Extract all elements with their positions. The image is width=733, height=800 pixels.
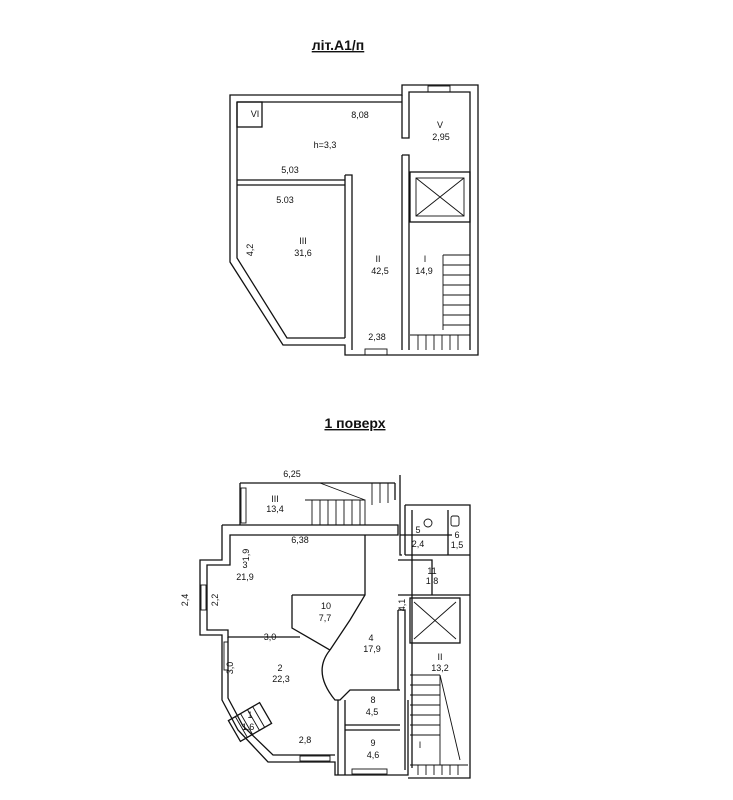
dimension: 8,08 bbox=[351, 110, 369, 120]
room-area: 13,2 bbox=[431, 663, 449, 673]
room-label: 8 bbox=[370, 695, 375, 705]
room-area: 14,9 bbox=[415, 266, 433, 276]
room-label: I bbox=[424, 254, 427, 264]
lower-plan: III 13,4 3 21,9 10 7,7 4 17,9 2 22,3 5 2… bbox=[180, 469, 471, 779]
room-label: 3 bbox=[242, 560, 247, 570]
lower-plan-title: 1 поверх bbox=[324, 415, 385, 431]
dimension: 2,4 bbox=[180, 594, 190, 607]
dimension: 5,03 bbox=[281, 165, 299, 175]
room-area: 17,9 bbox=[363, 644, 381, 654]
dimension: 6,25 bbox=[283, 469, 301, 479]
room-label: 2 bbox=[277, 663, 282, 673]
dimension: 4,1 bbox=[397, 599, 407, 612]
dimension: 2,8 bbox=[299, 735, 312, 745]
upper-plan: VI V 2,95 III 31,6 II 42,5 I 14,9 8,08 h… bbox=[229, 84, 479, 356]
room-label: 5 bbox=[415, 525, 420, 535]
room-label: III bbox=[299, 236, 307, 246]
dimension: 1,9 bbox=[241, 549, 251, 562]
dimension: 2,2 bbox=[210, 594, 220, 607]
room-area: 1,8 bbox=[426, 576, 439, 586]
room-area: 2,95 bbox=[432, 132, 450, 142]
room-area: 31,6 bbox=[294, 248, 312, 258]
room-area: 1,6 bbox=[242, 722, 255, 732]
room-label: VI bbox=[251, 109, 260, 119]
dimension: 3,0 bbox=[225, 662, 235, 675]
room-label: II bbox=[437, 652, 442, 662]
room-area: 4,5 bbox=[366, 707, 379, 717]
room-area: 4,6 bbox=[367, 750, 380, 760]
room-area: 42,5 bbox=[371, 266, 389, 276]
room-label: 1 bbox=[247, 710, 252, 720]
upper-plan-title: літ.А1/п bbox=[312, 37, 365, 53]
room-label: II bbox=[375, 254, 380, 264]
dimension: 4,2 bbox=[245, 244, 255, 257]
dimension: h=3,3 bbox=[314, 140, 337, 150]
dimension: 6,38 bbox=[291, 535, 309, 545]
room-label: 9 bbox=[370, 738, 375, 748]
room-area: 1,5 bbox=[451, 540, 464, 550]
room-label: V bbox=[437, 120, 443, 130]
room-area: 13,4 bbox=[266, 504, 284, 514]
room-label: 10 bbox=[321, 601, 331, 611]
room-area: 2,4 bbox=[412, 539, 425, 549]
room-area: 22,3 bbox=[272, 674, 290, 684]
dimension: 3,0 bbox=[264, 632, 277, 642]
dimension: 5.03 bbox=[276, 195, 294, 205]
dimension: 2,38 bbox=[368, 332, 386, 342]
room-label: 11 bbox=[427, 566, 436, 576]
room-label: III bbox=[271, 494, 279, 504]
room-area: 21,9 bbox=[236, 572, 254, 582]
room-label: 6 bbox=[454, 530, 459, 540]
room-label: 4 bbox=[368, 633, 373, 643]
room-area: 7,7 bbox=[319, 613, 332, 623]
room-label: I bbox=[419, 740, 422, 750]
